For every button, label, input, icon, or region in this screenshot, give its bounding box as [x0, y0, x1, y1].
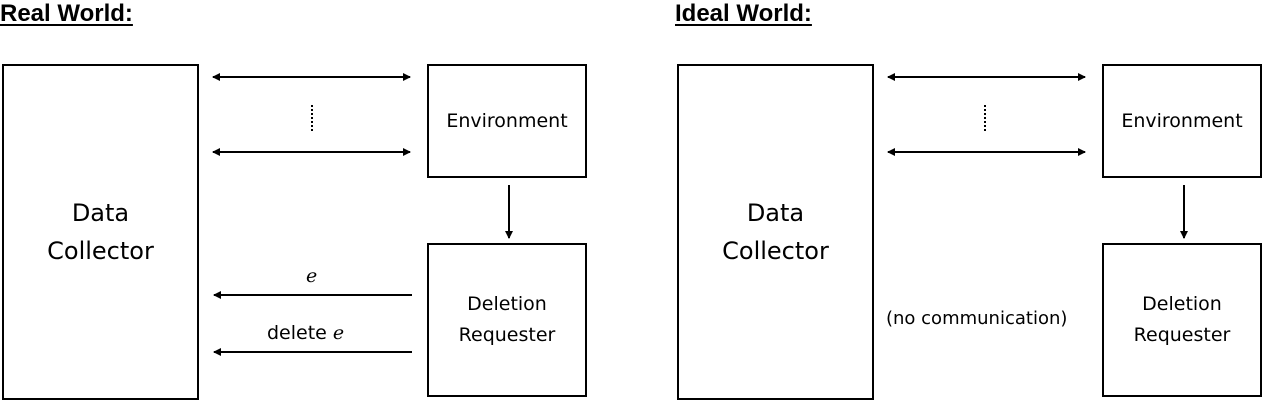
- real-collector-line2: Collector: [47, 237, 154, 265]
- real-collector-line1: Data: [71, 199, 130, 227]
- real-environment-box: Environment: [427, 64, 587, 178]
- real-e-label: e: [306, 265, 318, 287]
- ideal-collector-line1: Data: [746, 199, 805, 227]
- real-requester-line2: Requester: [458, 324, 556, 346]
- ideal-deletion-requester-box: Deletion Requester: [1102, 243, 1262, 397]
- ideal-world-title: Ideal World:: [675, 0, 812, 27]
- real-requester-line1: Deletion: [467, 293, 547, 315]
- ideal-collector-line2: Collector: [722, 237, 829, 265]
- ideal-data-collector-box: Data Collector: [677, 64, 874, 400]
- real-data-collector-box: Data Collector: [2, 64, 199, 400]
- ideal-environment-box: Environment: [1102, 64, 1262, 178]
- real-world-panel: Real World: Data Collector Environment D…: [0, 0, 600, 401]
- ideal-requester-line1: Deletion: [1142, 293, 1222, 315]
- ideal-world-panel: Ideal World: Data Collector Environment …: [675, 0, 1263, 401]
- real-deletion-requester-box: Deletion Requester: [427, 243, 587, 397]
- real-arrows: [212, 73, 513, 356]
- real-delete-var: e: [332, 322, 345, 344]
- real-delete-label: delete e: [267, 322, 344, 344]
- ideal-no-communication-label: (no communication): [886, 308, 1068, 329]
- ideal-environment-label: Environment: [1121, 109, 1243, 132]
- real-world-title: Real World:: [0, 0, 133, 27]
- ideal-arrows: [887, 73, 1188, 239]
- real-delete-prefix: delete: [267, 322, 327, 344]
- ideal-requester-line2: Requester: [1133, 324, 1231, 346]
- real-environment-label: Environment: [446, 109, 568, 132]
